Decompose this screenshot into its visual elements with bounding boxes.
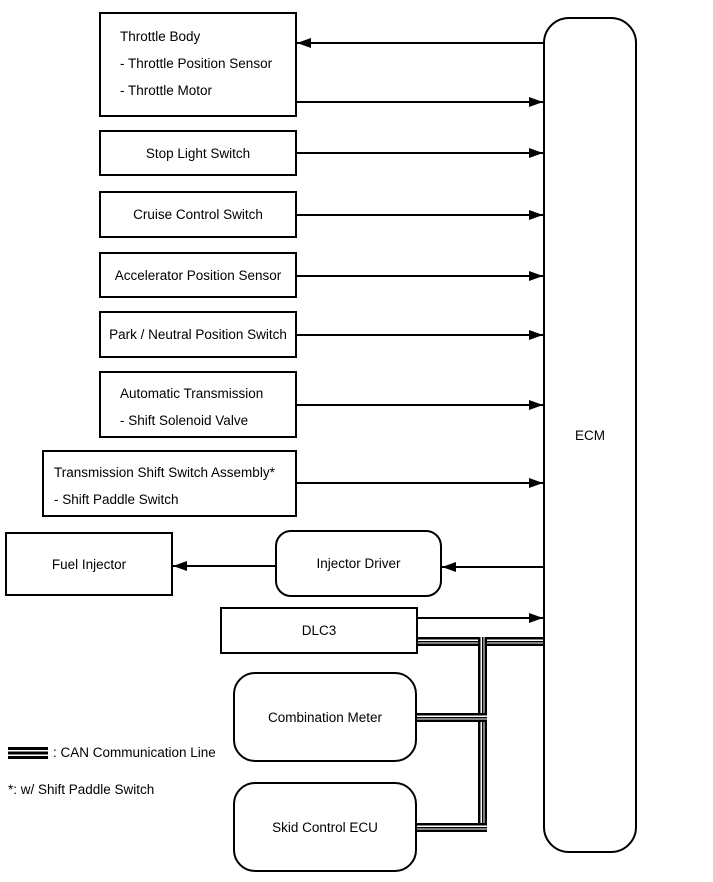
arrowhead-right-icon: [529, 400, 543, 410]
legend-can-line-label: : CAN Communication Line: [53, 745, 216, 760]
arrowhead-right-icon: [529, 478, 543, 488]
connector-stop-light-switch-to-ecm: [297, 152, 543, 154]
automatic-transmission-box: Automatic Transmission - Shift Solenoid …: [99, 371, 297, 438]
automatic-transmission-title: Automatic Transmission: [120, 386, 264, 401]
can-line-combination-meter: [417, 713, 487, 722]
can-line-skid-control-ecu: [417, 823, 487, 832]
cruise-control-switch-label: Cruise Control Switch: [133, 207, 263, 222]
arrowhead-left-icon: [442, 562, 456, 572]
transmission-shift-switch-assembly-box: Transmission Shift Switch Assembly* - Sh…: [42, 450, 297, 517]
transmission-shift-switch-title: Transmission Shift Switch Assembly*: [54, 465, 275, 480]
combination-meter-label: Combination Meter: [267, 709, 383, 725]
dlc3-label: DLC3: [301, 623, 337, 638]
connector-transmission-shift-switch-to-ecm: [297, 482, 543, 484]
fuel-injector-box: Fuel Injector: [5, 532, 173, 596]
arrowhead-right-icon: [529, 210, 543, 220]
arrowhead-right-icon: [529, 271, 543, 281]
throttle-position-sensor-item: - Throttle Position Sensor: [120, 56, 273, 71]
connector-throttle-body-to-ecm: [297, 101, 543, 103]
throttle-motor-item: - Throttle Motor: [120, 83, 213, 98]
accelerator-position-sensor-box: Accelerator Position Sensor: [99, 252, 297, 298]
stop-light-switch-label: Stop Light Switch: [145, 145, 251, 161]
skid-control-ecu-box: Skid Control ECU: [233, 782, 417, 872]
connector-ecm-to-throttle-body: [297, 42, 543, 44]
park-neutral-position-switch-label: Park / Neutral Position Switch: [109, 327, 287, 342]
fuel-injector-label: Fuel Injector: [51, 556, 127, 572]
arrowhead-left-icon: [173, 561, 187, 571]
shift-solenoid-valve-item: - Shift Solenoid Valve: [120, 413, 249, 428]
throttle-body-box: Throttle Body - Throttle Position Sensor…: [99, 12, 297, 117]
connector-dlc3-to-ecm: [418, 617, 543, 619]
connector-injector-driver-to-fuel-injector: [173, 565, 275, 567]
park-neutral-position-switch-box: Park / Neutral Position Switch: [99, 311, 297, 358]
injector-driver-box: Injector Driver: [275, 530, 442, 597]
skid-control-ecu-label: Skid Control ECU: [272, 819, 378, 835]
cruise-control-switch-box: Cruise Control Switch: [99, 191, 297, 238]
can-line-symbol-icon: [8, 746, 48, 759]
combination-meter-box: Combination Meter: [233, 672, 417, 762]
connector-ecm-to-injector-driver: [442, 566, 543, 568]
stop-light-switch-box: Stop Light Switch: [99, 130, 297, 176]
arrowhead-right-icon: [529, 148, 543, 158]
ecm-box: ECM: [543, 17, 637, 853]
connector-park-neutral-switch-to-ecm: [297, 334, 543, 336]
ecm-label: ECM: [575, 427, 605, 443]
accelerator-position-sensor-label: Accelerator Position Sensor: [114, 267, 282, 283]
injector-driver-label: Injector Driver: [316, 556, 401, 571]
legend-can-line: : CAN Communication Line: [8, 745, 216, 760]
connector-cruise-control-switch-to-ecm: [297, 214, 543, 216]
connector-automatic-transmission-to-ecm: [297, 404, 543, 406]
throttle-body-title: Throttle Body: [120, 29, 201, 44]
arrowhead-left-icon: [297, 38, 311, 48]
can-line-trunk-vertical: [478, 637, 487, 832]
arrowhead-right-icon: [529, 613, 543, 623]
legend-footnote: *: w/ Shift Paddle Switch: [8, 782, 155, 797]
shift-paddle-switch-item: - Shift Paddle Switch: [54, 492, 179, 507]
arrowhead-right-icon: [529, 97, 543, 107]
dlc3-box: DLC3: [220, 607, 418, 654]
connector-accelerator-position-sensor-to-ecm: [297, 275, 543, 277]
arrowhead-right-icon: [529, 330, 543, 340]
